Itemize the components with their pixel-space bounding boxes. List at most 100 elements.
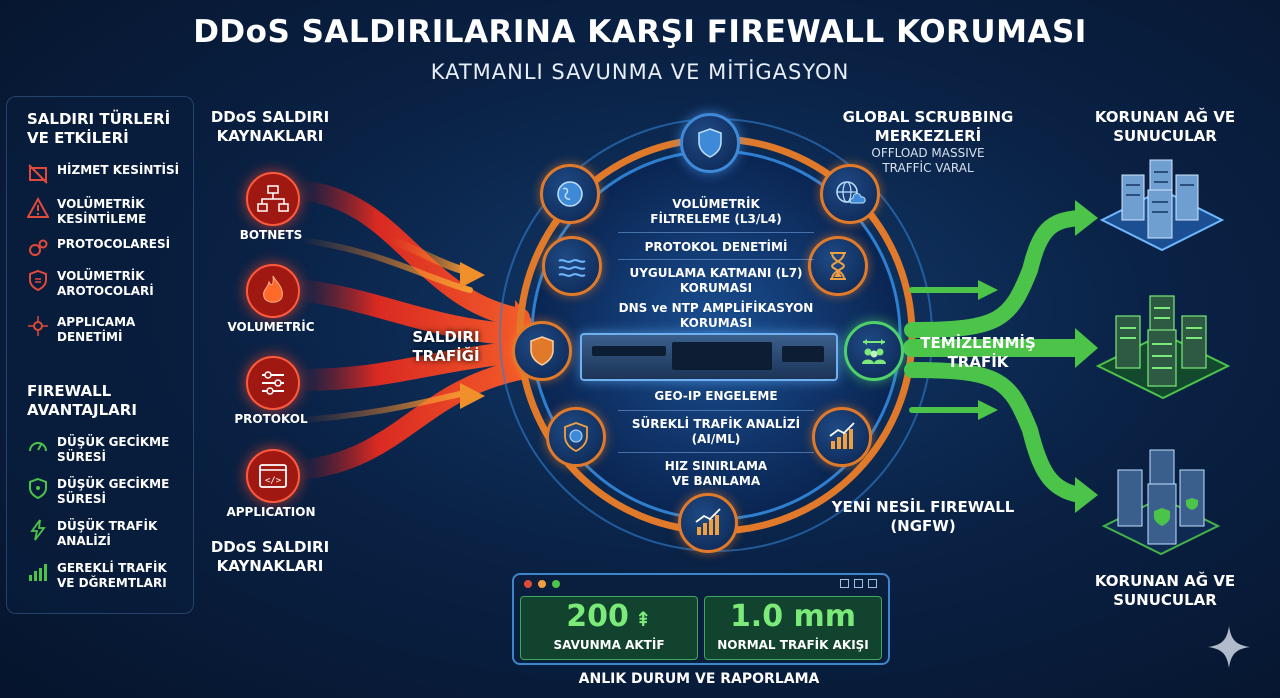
shield-globe-icon [564,422,588,453]
defense-active-card: 200⇞ SAVUNMA AKTİF [520,596,698,660]
hourglass-icon [830,252,846,280]
attack-arrow-small-2 [460,383,485,409]
attack-arrow-small-1 [460,262,485,288]
warning-triangle-icon [27,197,49,218]
ring-node-waves [542,236,602,296]
clean-arrow-3 [1075,477,1098,513]
protocol-label: PROTOKOL [234,412,308,426]
clean-stream-top [904,210,1088,338]
layer-divider [618,452,814,453]
volumetric-label: VOLUMETRİC [227,320,315,334]
botnets-node [246,172,300,226]
clean-arrow-2 [1075,328,1098,368]
left-info-panel: SALDIRI TÜRLERİ VE ETKİLERİ HİZMET KESİN… [6,96,194,614]
server-cluster-middle [1095,295,1231,400]
window-btn-1[interactable] [840,579,849,588]
window-dot-red [524,580,532,588]
window-btn-3[interactable] [868,579,877,588]
growth-chart-icon [829,422,855,449]
sparkle-icon [1208,626,1250,668]
lightning-icon [30,519,46,541]
attack-item-1: HİZMET KESİNTİSİ [27,163,179,185]
firewall-advantages-heading: FIREWALL AVANTAJLARI [27,382,137,419]
attack-stream-2 [289,279,531,346]
shield-circuit-icon [29,477,47,499]
window-btn-2[interactable] [854,579,863,588]
cloud-globe-icon [836,181,866,204]
ring-node-users [844,321,904,381]
ring-node-chart [812,407,872,467]
attack-stream-5 [297,237,473,293]
server-cluster-bottom [1101,449,1221,556]
status-dashboard: 200⇞ SAVUNMA AKTİF 1.0 mm NORMAL TRAFİK … [512,573,890,665]
network-bug-icon [28,316,48,336]
attack-stream-6 [297,389,473,423]
globe-icon [557,181,583,207]
sliders-icon [262,371,284,395]
ring-node-cloud-globe [820,164,880,224]
appliance-display [592,346,666,356]
speedometer-icon [29,442,47,452]
dashboard-caption: ANLIK DURUM VE RAPORLAMA [578,671,820,687]
gears-icon [29,239,48,256]
clean-stream-bottom [904,362,1088,503]
layer-divider [618,410,814,411]
attack-stream-4 [290,360,530,480]
attack-stream-3 [289,341,531,391]
ring-node-chart-bottom [678,493,738,553]
appliance-slot [782,346,824,362]
normal-traffic-card: 1.0 mm NORMAL TRAFİK AKIŞI [704,596,882,660]
page-subtitle: KATMANLI SAVUNMA VE MİTİGASYON [430,60,850,84]
waves-icon [558,259,586,277]
ring-node-shield-left [512,321,572,381]
ring-node-hourglass [808,236,868,296]
ngfw-label: YENİ NESİL FIREWALL(NGFW) [831,498,1015,535]
shield-orange-icon [530,336,554,366]
users-exchange-icon [862,339,886,364]
server-shield-small-icon [1186,498,1198,510]
defense-active-label: SAVUNMA AKTİF [553,638,665,652]
defense-active-value: 200⇞ [566,599,652,634]
appliance-ports [672,342,772,370]
ring-node-globe [540,164,600,224]
rising-bars-icon [695,508,721,535]
clean-arrow-1 [1075,200,1098,236]
server-cluster-top [1099,159,1225,252]
botnets-label: BOTNETS [239,228,303,242]
volumetric-node [246,264,300,318]
network-tree-icon [257,185,289,212]
window-dot-yellow [538,580,546,588]
fire-icon [263,275,283,303]
layer-application-l7: UYGULAMA KATMANI (L7)KORUMASI [629,266,803,295]
layer-geo-ip: GEO-IP ENGELEME [654,389,778,403]
code-window-icon: </> [259,464,287,488]
layer-traffic-analysis: SÜREKLİ TRAFİK ANALİZİ(AI/ML) [631,417,801,446]
normal-traffic-label: NORMAL TRAFİK AKIŞI [717,638,869,652]
application-node: </> [246,449,300,503]
application-label: APPLICATION [226,505,316,519]
protocol-node [246,356,300,410]
attack-types-heading: SALDIRI TÜRLERİ VE ETKİLERİ [27,110,171,147]
window-dot-green [552,580,560,588]
page-title: DDoS SALDIRILARINA KARŞI FIREWALL KORUMA… [193,14,1087,50]
chevron-up-icon: ⇞ [634,607,652,631]
layer-divider [618,259,814,260]
clean-arrow-5 [978,400,998,420]
slash-crossed-icon [28,164,48,184]
clean-streams [903,210,1089,503]
